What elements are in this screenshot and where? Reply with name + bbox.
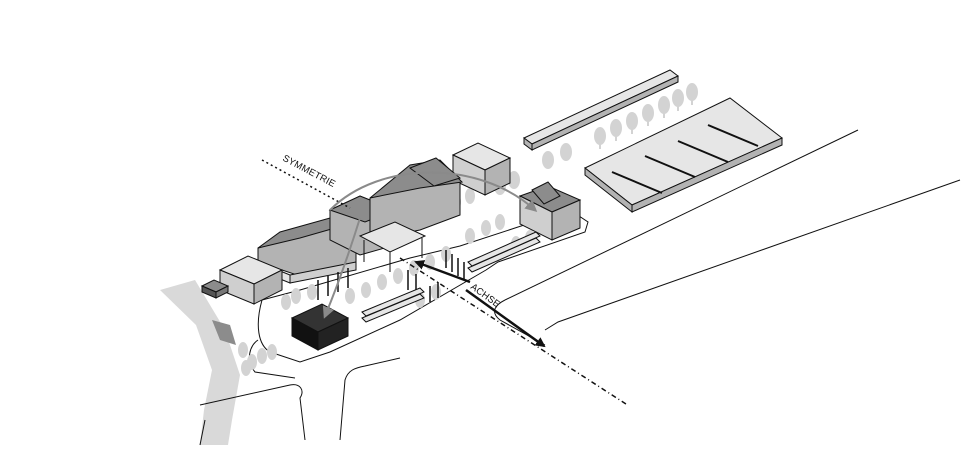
main-axis-dashdot: [399, 257, 627, 405]
fence-posts: [317, 250, 465, 302]
symmetry-arc-east: [329, 171, 538, 213]
gray-road-band: [160, 280, 240, 445]
canopy-structure: [584, 97, 783, 214]
parking-bars: [361, 231, 541, 323]
tree-row-west: [238, 284, 317, 376]
long-slab-building: [523, 69, 679, 151]
east-pavilion: [518, 181, 582, 241]
annex-box-north: [451, 142, 512, 196]
axis-arrow-forward: [465, 288, 546, 348]
axis-double-arrow: [414, 260, 471, 284]
west-annex-buildings: [200, 255, 284, 305]
gray-road-detail: [212, 320, 236, 345]
site-boundary: [257, 209, 589, 363]
symmetry-label: SYMMETRIE: [281, 153, 338, 190]
tree-row-north: [594, 83, 698, 149]
new-building: [290, 303, 350, 351]
symmetry-arc-west: [322, 217, 361, 319]
street-lines: [199, 129, 961, 446]
symmetry-axis-line: [261, 159, 351, 209]
entrance-pavilion: [358, 221, 427, 272]
